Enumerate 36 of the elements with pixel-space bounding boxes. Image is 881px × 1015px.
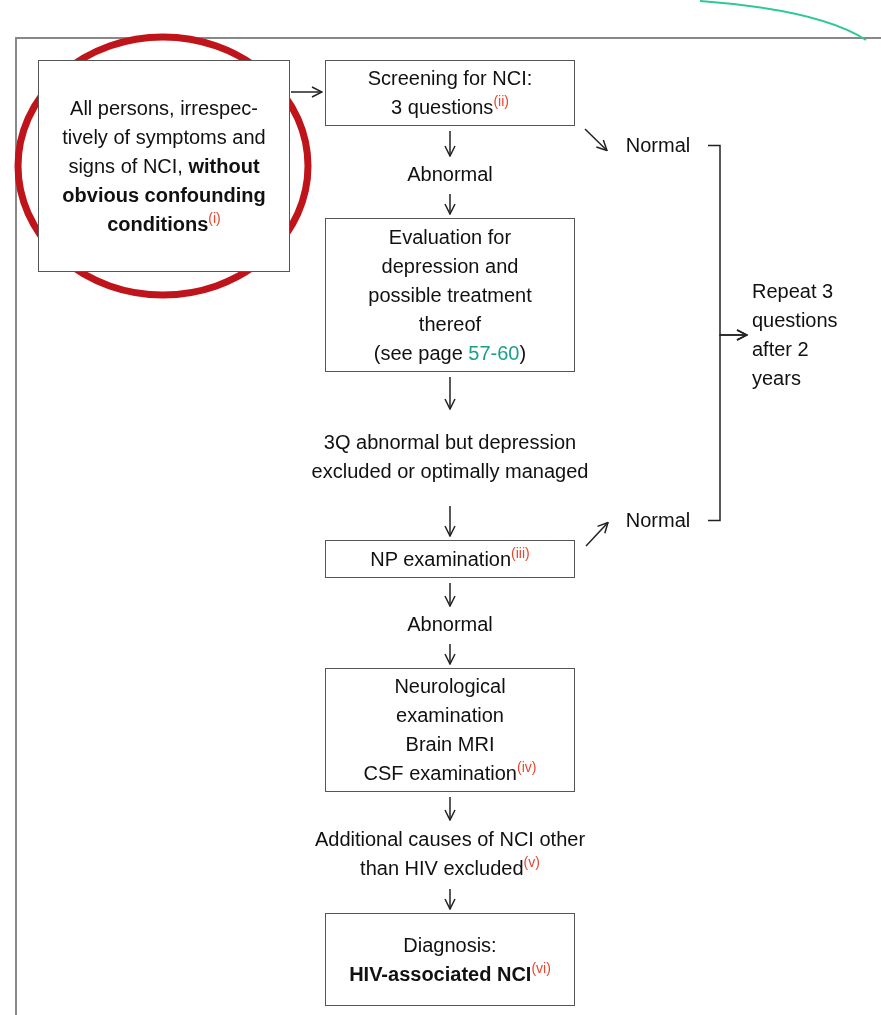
step-label: Abnormal <box>407 612 493 637</box>
step-label: Abnormal <box>407 162 493 187</box>
box-text: Diagnosis: <box>403 932 497 958</box>
step-label: 3Q abnormal but depression excluded or optimally managed <box>310 430 590 484</box>
step-label: Additional causes of NCI other than HIV excluded$^{(v)}$ <box>313 827 587 881</box>
process-box <box>325 540 575 578</box>
process-box <box>325 60 575 126</box>
arrow <box>585 521 609 547</box>
box-text: Evaluation for depression and possible treatment thereof <box>367 224 533 337</box>
arrow <box>444 376 456 410</box>
process-box <box>325 218 575 372</box>
box-text: All persons, irrespec-tively of symptoms and signs of NCI, without obvious confounding conditions$^{(i)}$ <box>61 95 267 237</box>
arrow <box>444 582 456 607</box>
box-text: (see page 57-60) <box>373 340 527 366</box>
arrow <box>444 193 456 215</box>
arrow <box>444 130 456 157</box>
process-box <box>325 668 575 792</box>
arrow <box>584 128 608 152</box>
box-text: Brain MRI <box>405 732 495 757</box>
step-label: Repeat 3 questions after 2 years <box>752 279 839 391</box>
box-text: CSF examination$^{(iv)}$ <box>363 759 537 786</box>
arrow <box>290 86 323 98</box>
page-link: 57-60 <box>468 341 520 364</box>
process-box <box>325 913 575 1006</box>
step-label: Normal <box>625 508 691 533</box>
box-text: NP examination$^{(iii)}$ <box>370 544 530 572</box>
arrow <box>444 796 456 821</box>
box-text: HIV-associated NCI$^{(vi)}$ <box>349 959 551 987</box>
box-text: Neurological examination <box>393 674 507 728</box>
arrow <box>707 329 748 522</box>
arrow <box>444 643 456 665</box>
process-box <box>38 60 290 272</box>
step-label: Normal <box>625 133 691 158</box>
box-text: Screening for NCI: 3 questions$^{(ii)}$ <box>366 66 534 120</box>
arrow <box>444 505 456 537</box>
arrow <box>444 888 456 910</box>
